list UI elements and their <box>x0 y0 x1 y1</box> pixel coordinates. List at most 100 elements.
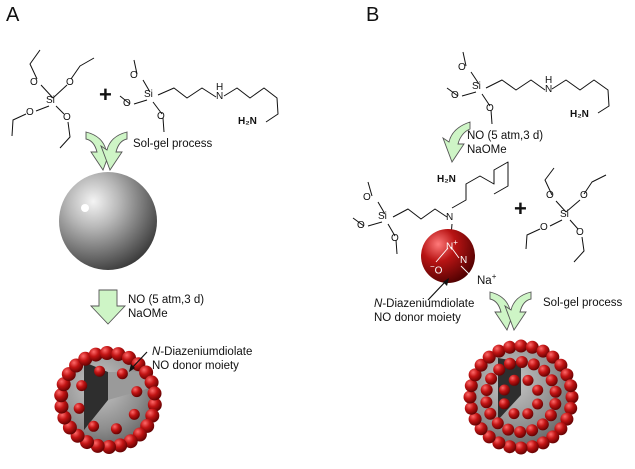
atom-o: O <box>458 62 466 73</box>
no-donor-bead <box>113 438 128 453</box>
label-no-conditions-b: NO (5 atm,3 d) <box>467 130 544 142</box>
no-donor-bead <box>560 412 574 426</box>
label-sodium-ion: Na+ <box>477 272 497 287</box>
arrow-a-step2 <box>89 289 127 325</box>
atom-o: O <box>451 90 459 101</box>
atom-o: O <box>540 222 548 233</box>
silica-sphere <box>59 172 157 270</box>
panel-letter-a: A <box>6 4 20 26</box>
no-donor-bead <box>484 407 497 420</box>
no-donor-bead <box>546 350 560 364</box>
no-donor-bead <box>90 438 105 453</box>
atom-o: O <box>30 77 38 88</box>
no-donor-bead <box>554 422 568 436</box>
no-donor-bead <box>480 396 493 409</box>
no-donor-bead <box>480 384 493 396</box>
no-donor-bead <box>88 420 100 432</box>
diazeniumdiolate-molecule-b <box>352 161 509 283</box>
annotation-no-donor-a: NO donor moiety <box>152 360 239 372</box>
no-donor-bead <box>464 379 478 393</box>
arrow-b-step2 <box>489 291 517 331</box>
label-naome-b: NaOMe <box>467 144 507 156</box>
no-donor-bead <box>536 436 550 450</box>
no-donor-bead <box>73 402 85 414</box>
no-donor-bead <box>508 408 520 420</box>
arrow-b-step1 <box>442 121 471 163</box>
no-donor-bead <box>78 351 93 366</box>
no-donor-bead <box>491 417 504 430</box>
no-donor-bead <box>503 440 517 454</box>
no-donor-bead <box>514 426 527 438</box>
no-donor-bead <box>123 434 138 449</box>
no-donor-bead <box>498 398 510 410</box>
atom-si: Si <box>472 81 481 92</box>
no-donor-bead <box>482 430 496 444</box>
atom-o: O <box>130 70 138 81</box>
no-donor-bead <box>522 374 534 386</box>
no-donor-bead <box>503 340 517 354</box>
no-donor-bead <box>538 364 551 377</box>
no-donor-bead <box>498 384 510 396</box>
no-donor-bead <box>482 350 496 364</box>
annotation-diazeniumdiolate-a: N-Diazeniumdiolate <box>152 346 253 358</box>
aminosilane-molecule-b <box>446 51 610 125</box>
teos-molecule-b <box>525 167 607 263</box>
atom-si: Si <box>46 95 55 106</box>
no-donor-bead <box>522 408 534 420</box>
no-donor-bead <box>527 358 540 371</box>
atom-n: N <box>216 91 224 102</box>
no-donor-bead <box>57 410 72 425</box>
no-donor-bead <box>525 440 539 454</box>
no-donor-bead <box>76 380 88 392</box>
annotation-arrow-b <box>427 280 447 301</box>
no-donor-bead <box>463 390 477 404</box>
no-donor-bead <box>532 398 544 410</box>
no-donor-bead <box>536 418 549 431</box>
atom-o: O <box>123 98 131 109</box>
no-donor-bead <box>128 408 140 420</box>
no-donor-bead <box>564 379 578 393</box>
arrow-a-step1 <box>85 131 113 171</box>
no-donor-bead <box>468 412 482 426</box>
label-naome-a: NaOMe <box>128 308 168 320</box>
no-donor-bead <box>532 384 544 396</box>
atom-o: O <box>391 233 399 244</box>
no-donor-bead <box>514 441 528 455</box>
no-donor-bead <box>147 397 162 412</box>
no-donor-bead <box>100 346 114 360</box>
no-donor-bead <box>544 409 557 422</box>
aminosilane-molecule-a <box>119 59 279 133</box>
sphere-highlight <box>81 204 89 212</box>
no-donor-bead <box>536 344 550 358</box>
annotation-no-donor-b: NO donor moiety <box>374 312 461 324</box>
atom-o: O <box>546 190 554 201</box>
atom-o: O <box>486 103 494 114</box>
no-donor-bead <box>560 368 574 382</box>
atom-n-diazenium: N <box>460 255 468 266</box>
atom-h2n: H₂N <box>238 116 257 127</box>
no-donor-bead <box>564 401 578 415</box>
no-donor-bead <box>525 340 539 354</box>
no-donor-bead <box>493 363 506 376</box>
no-donor-bead <box>111 347 126 362</box>
no-donor-bead <box>549 398 562 410</box>
no-donor-bead <box>545 374 558 387</box>
plus-sign-b: + <box>514 196 527 221</box>
no-donor-bead <box>102 440 116 454</box>
atom-o: O <box>66 77 74 88</box>
atom-o: O <box>357 220 365 231</box>
no-donor-bead <box>88 347 103 362</box>
atom-h: H <box>216 82 224 93</box>
atom-o: O <box>63 112 71 123</box>
atom-o: O <box>580 190 588 201</box>
atom-h2n: H₂N <box>570 109 589 120</box>
teos-molecule-a <box>11 49 95 149</box>
atom-h: H <box>545 75 553 86</box>
label-sol-gel-b: Sol-gel process <box>543 297 623 309</box>
arrow-a-step1b <box>100 131 128 171</box>
no-donor-bead <box>54 388 69 403</box>
no-donor-bead <box>565 390 579 404</box>
no-donor-bead <box>110 423 122 435</box>
